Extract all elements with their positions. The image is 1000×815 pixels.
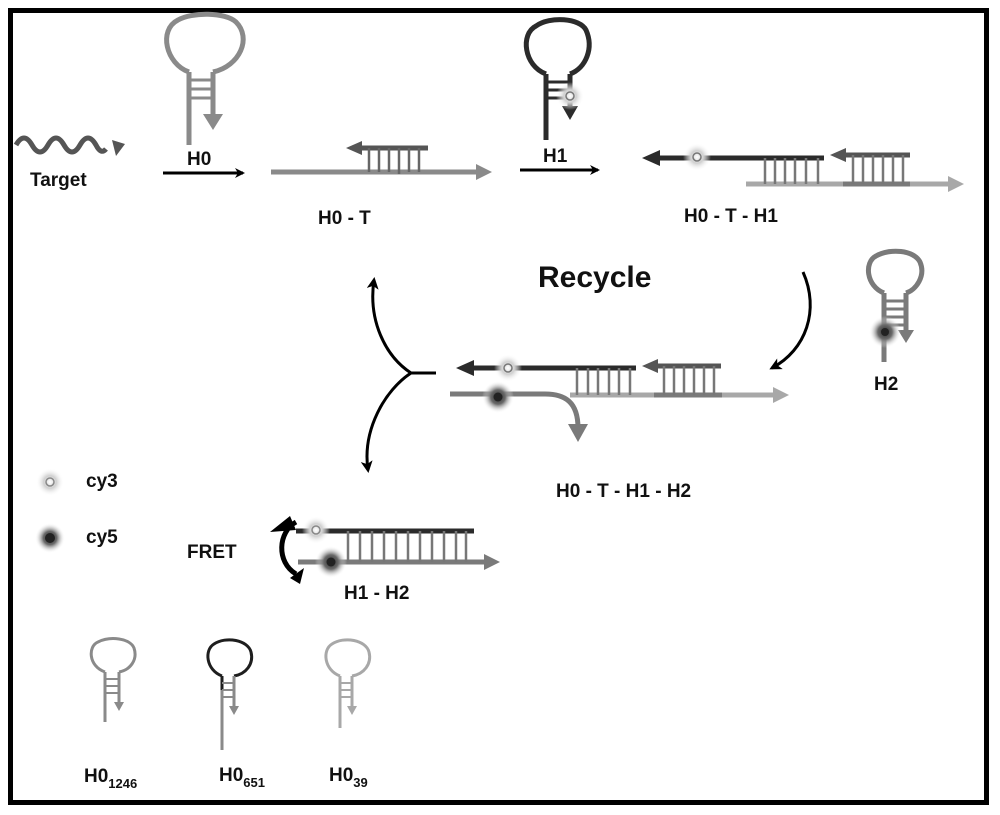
variant-h0-1246-arrowhead: [114, 702, 124, 711]
target-arrowhead: [112, 140, 125, 156]
h0-hairpin: [164, 11, 246, 145]
legend-cy5-label: cy5: [86, 527, 118, 548]
h1-arrowhead: [562, 106, 578, 120]
h0-t-h1-h2-complex: [450, 354, 789, 442]
h0-label: H0: [187, 149, 211, 170]
h2-label: H2: [874, 374, 898, 395]
target-label: Target: [30, 170, 87, 191]
variant-h0-1246: [89, 637, 137, 722]
fret-arrow-icon: [270, 516, 304, 584]
variant-h0-1246-label: H01246: [84, 766, 137, 791]
h0-arrowhead: [203, 114, 223, 130]
h0-t-h1-complex: [642, 143, 964, 192]
h1-hairpin: [523, 17, 592, 140]
h1-cy3-icon: [556, 82, 584, 110]
h1-h2-cy5-icon: [315, 546, 347, 578]
h1-label: H1: [543, 146, 568, 167]
split-arrows: [360, 277, 436, 473]
h2-cy5-icon: [869, 316, 901, 348]
recycle-arrow-in: [769, 271, 812, 370]
legend: cy3 cy5: [35, 468, 118, 553]
variant-h0-39: [324, 638, 372, 728]
variant-h0-651: [206, 638, 254, 750]
target-strand: [13, 135, 125, 156]
legend-cy3-label: cy3: [86, 471, 118, 492]
recycle-title: Recycle: [538, 261, 651, 294]
h0-t-h1-cy3-icon: [683, 143, 711, 171]
h0-t-label: H0 - T: [318, 208, 371, 229]
h1-h2-label: H1 - H2: [344, 583, 409, 604]
h0-t-h1-h2-cy5-icon: [482, 381, 514, 413]
variant-h0-39-arrowhead: [347, 706, 357, 715]
h0-t-h1-h2-label: H0 - T - H1 - H2: [556, 481, 691, 502]
variant-h0-651-arrowhead: [229, 706, 239, 715]
variant-h0-651-label: H0651: [219, 765, 265, 790]
cy5-star-icon: [35, 523, 65, 553]
cy3-star-icon: [36, 468, 64, 496]
variant-h0-39-label: H039: [329, 765, 368, 790]
h0-t-h1-label: H0 - T - H1: [684, 206, 778, 227]
fret-label: FRET: [187, 542, 237, 563]
h1-h2-cy3-icon: [302, 516, 330, 544]
target-wave: [13, 135, 108, 155]
frame-border: [8, 8, 989, 805]
h1-h2-complex: [296, 516, 500, 578]
h0-t-h1-h2-cy3-icon: [494, 354, 522, 382]
h0-t-complex: [271, 141, 492, 180]
h2-arrowhead: [898, 330, 914, 343]
